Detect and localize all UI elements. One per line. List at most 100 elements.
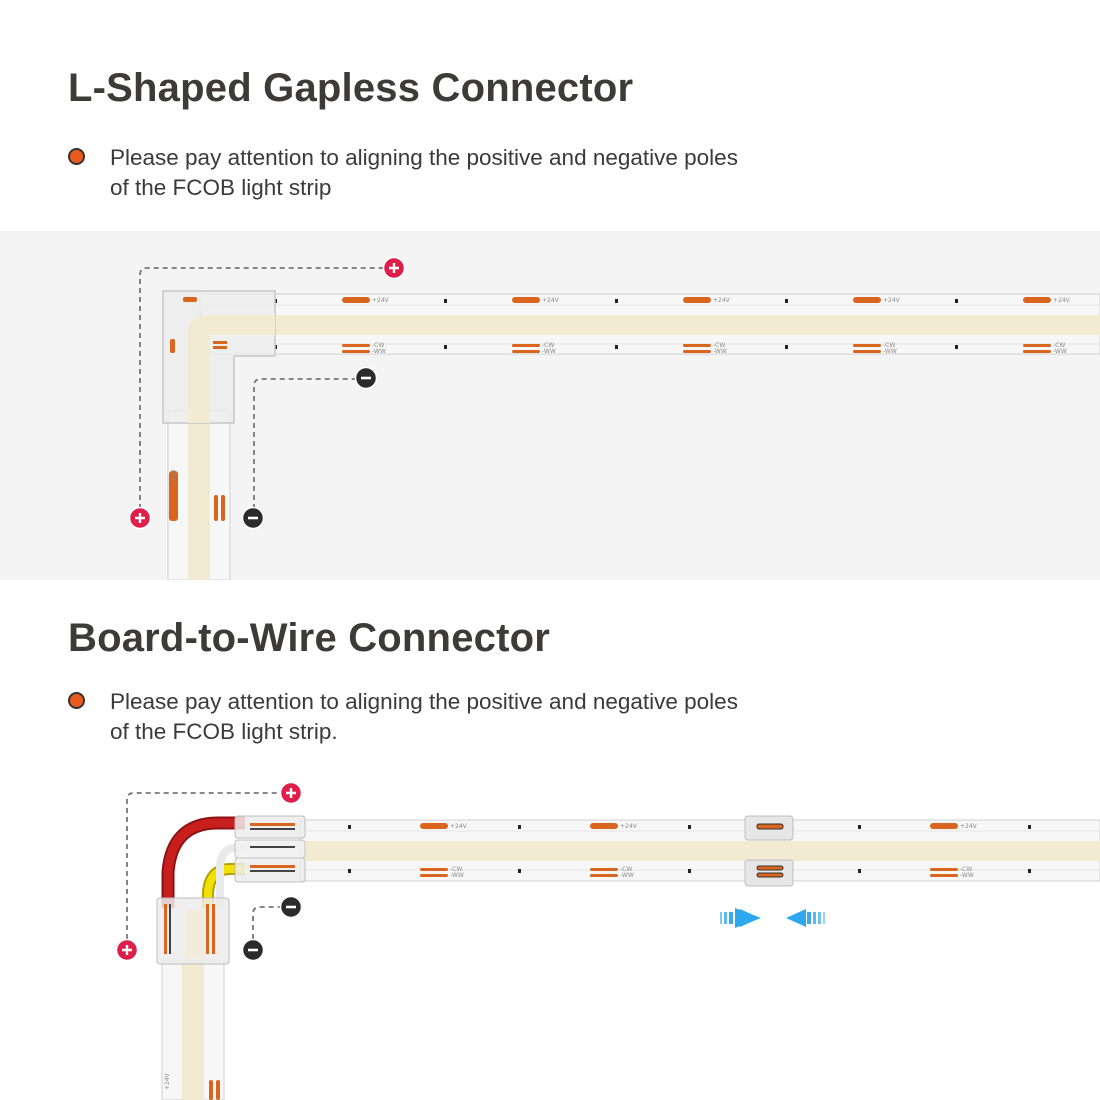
strip-label: +24V <box>164 1072 171 1090</box>
strip-dot <box>348 869 351 873</box>
section2-title: Board-to-Wire Connector <box>68 616 551 660</box>
strip-label: -CW <box>450 866 462 873</box>
section1-note-line2: of the FCOB light strip <box>110 175 332 200</box>
strip-label: -WW <box>960 872 974 879</box>
pad <box>512 350 540 353</box>
arrow-left-icon <box>786 909 825 927</box>
strip-dot <box>858 825 861 829</box>
strip-dot <box>688 825 691 829</box>
board-to-wire-diagram: +24V-CW-WW+24V-CW-WW+24V-CW-WW +24V <box>115 781 1100 1100</box>
strip-label: -WW <box>372 348 386 355</box>
strip-dot <box>348 825 351 829</box>
l-connector <box>162 290 276 424</box>
pad <box>853 297 881 303</box>
minus-marker-icon <box>354 366 378 390</box>
pad <box>342 350 370 353</box>
plus-marker-icon <box>382 256 406 280</box>
horizontal-strip <box>299 819 1100 882</box>
plus-marker-icon <box>115 938 139 962</box>
pad <box>930 874 958 877</box>
strip-label: +24V <box>960 823 978 830</box>
strip-label: -CW <box>372 342 384 349</box>
strip-label: -CW <box>883 342 895 349</box>
pad <box>683 297 711 303</box>
strip-dot <box>785 345 788 349</box>
strip-label: -CW <box>620 866 632 873</box>
strip-dot <box>1028 825 1031 829</box>
strip-label: -WW <box>620 872 634 879</box>
strip-label: +24V <box>620 823 638 830</box>
pad <box>590 823 618 829</box>
pad <box>512 297 540 303</box>
pad <box>1023 297 1051 303</box>
pad <box>683 344 711 347</box>
minus-marker-icon <box>241 506 265 530</box>
strip-label: -WW <box>542 348 556 355</box>
plus-marker-icon <box>128 506 152 530</box>
pad <box>853 344 881 347</box>
pad <box>214 495 218 521</box>
pad <box>1023 350 1051 353</box>
wire-connector-vertical <box>156 897 230 965</box>
strip-dot <box>615 299 618 303</box>
plus-guide-line <box>126 792 281 948</box>
pad <box>216 1080 220 1100</box>
strip-dot <box>444 299 447 303</box>
red-wire <box>163 818 245 908</box>
strip-label: +24V <box>171 468 178 486</box>
inline-connector <box>744 815 794 887</box>
pad <box>853 350 881 353</box>
strip-label: +24V <box>883 297 901 304</box>
strip-label: -WW <box>883 348 897 355</box>
wire-connector-horizontal <box>234 815 306 883</box>
strip-label: -WW <box>1053 348 1067 355</box>
strip-dot <box>615 345 618 349</box>
strip-dot <box>858 869 861 873</box>
bullet-icon <box>68 148 85 165</box>
pad <box>930 823 958 829</box>
yellow-wire <box>204 865 245 908</box>
strip-dot <box>518 869 521 873</box>
minus-marker-icon <box>279 895 303 919</box>
strip-dot <box>955 345 958 349</box>
pad <box>342 297 370 303</box>
strip-label: -CW <box>713 342 725 349</box>
minus-guide-line <box>253 378 356 518</box>
pad <box>590 868 618 871</box>
pad <box>221 495 225 521</box>
strip-label: +24V <box>450 823 468 830</box>
arrow-right-icon <box>720 908 761 928</box>
strip-dot <box>955 299 958 303</box>
horizontal-strip <box>199 293 1100 355</box>
strip-label: +24V <box>1053 297 1071 304</box>
l-connector-diagram: +24V-CW-WW+24V-CW-WW+24V-CW-WW+24V-CW-WW… <box>128 256 1100 580</box>
pad <box>420 874 448 877</box>
section1-title: L-Shaped Gapless Connector <box>68 66 634 110</box>
vertical-strip: +24V <box>161 959 225 1100</box>
pad <box>420 823 448 829</box>
strip-label: +24V <box>542 297 560 304</box>
strip-dot <box>518 825 521 829</box>
strip-label: -CW <box>960 866 972 873</box>
plus-guide-line <box>139 267 384 518</box>
strip-dot <box>785 299 788 303</box>
pad <box>169 471 178 521</box>
strip-dot <box>688 869 691 873</box>
strip-dot <box>1028 869 1031 873</box>
minus-guide-line <box>252 906 281 948</box>
pad <box>1023 344 1051 347</box>
strip-label: +24V <box>372 297 390 304</box>
pad <box>342 344 370 347</box>
strip-label: +24V <box>713 297 731 304</box>
section2-note-line1: Please pay attention to aligning the pos… <box>110 689 738 714</box>
pad <box>209 1080 213 1100</box>
pad <box>590 874 618 877</box>
strip-pads: +24V-CW-WW+24V-CW-WW+24V-CW-WW+24V-CW-WW… <box>274 297 1071 355</box>
strip-label: -WW <box>450 872 464 879</box>
section2-note-line2: of the FCOB light strip. <box>110 719 338 744</box>
section1-note-line1: Please pay attention to aligning the pos… <box>110 145 738 170</box>
strip-label: -CW <box>1053 342 1065 349</box>
strip-label: -CW <box>542 342 554 349</box>
pad <box>930 868 958 871</box>
strip-dot <box>444 345 447 349</box>
